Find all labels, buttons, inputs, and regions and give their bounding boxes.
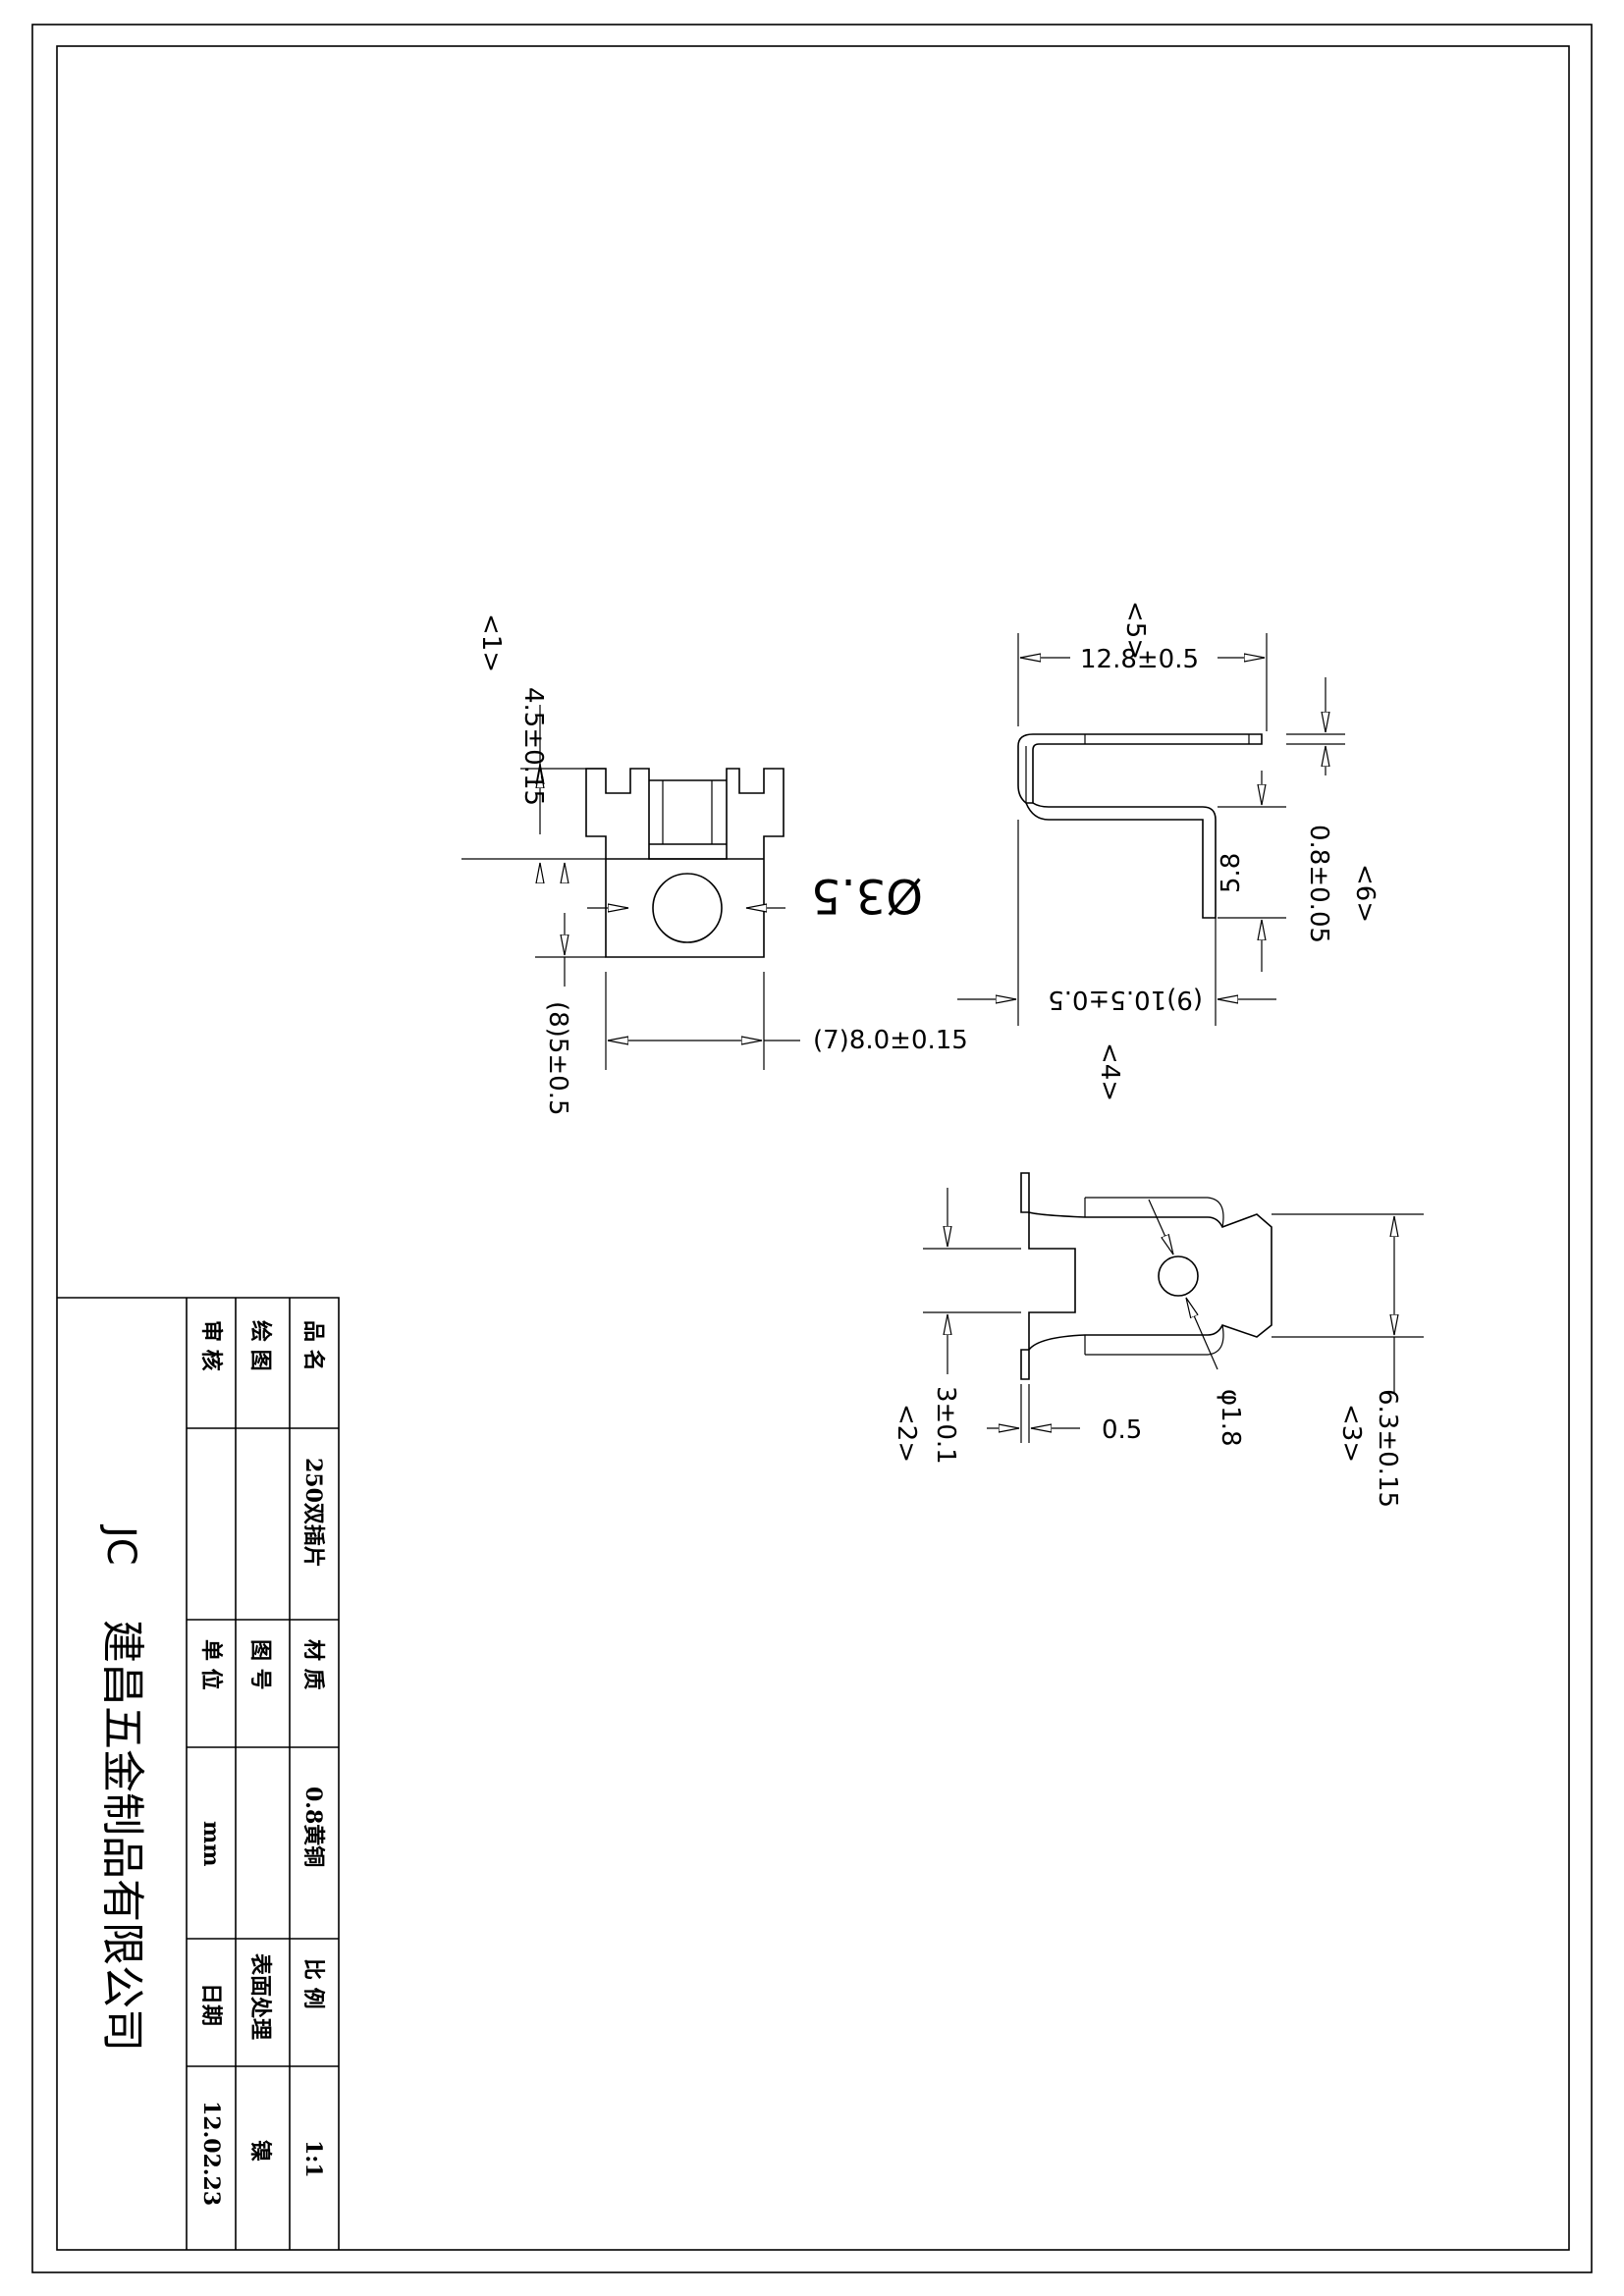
dim-height-top: 4.5±0.15 <box>518 687 548 806</box>
dim-tag-3: <3> <box>1336 1404 1366 1463</box>
dim-thickness: 0.8±0.05 <box>1304 825 1333 943</box>
dim-offset: 0.5 <box>1102 1415 1142 1445</box>
label-date: 日期 <box>198 1983 224 2026</box>
value-date: 12.02.23 <box>198 2101 224 2206</box>
value-product-name: 250双插片 <box>300 1458 326 1568</box>
dim-tag-4: <4> <box>1095 1042 1124 1101</box>
label-product-name: 品 名 <box>300 1320 326 1371</box>
label-scale: 比 例 <box>300 1958 326 2009</box>
dim-height-bottom: (8)5±0.5 <box>543 1001 572 1116</box>
dim-length: 12.8±0.5 <box>1080 645 1199 674</box>
value-surface: 镍 <box>247 2140 273 2162</box>
title-block <box>57 1297 340 2250</box>
dim-tab-width: 6.3±0.15 <box>1373 1389 1402 1508</box>
side-view <box>957 633 1345 1026</box>
dim-base: (9)10.5±0.5 <box>1048 985 1203 1014</box>
outer-border <box>31 24 1593 2273</box>
label-drawing: 绘 图 <box>247 1320 273 1371</box>
value-unit: mm <box>198 1821 224 1867</box>
dim-tag-2: <2> <box>892 1404 921 1463</box>
label-material: 材 质 <box>300 1639 326 1690</box>
label-drawing-no: 图 号 <box>247 1639 273 1690</box>
dim-tag-6: <6> <box>1350 864 1380 923</box>
dim-gap: 3±0.1 <box>931 1386 960 1465</box>
label-unit: 单 位 <box>198 1639 224 1690</box>
plan-view <box>923 1172 1424 1443</box>
dim-small-hole: φ1.8 <box>1216 1389 1245 1447</box>
dim-width: (7)8.0±0.15 <box>813 1026 968 1055</box>
value-scale: 1:1 <box>300 2140 326 2178</box>
inner-border <box>56 45 1570 2251</box>
company-name: 建昌五金制品有限公司 <box>97 1620 147 2052</box>
value-material: 0.8黄铜 <box>300 1787 326 1867</box>
label-surface: 表面处理 <box>247 1953 273 2040</box>
dim-tag-5: <5> <box>1120 601 1150 660</box>
dim-tag-1: <1> <box>476 614 506 672</box>
company-prefix: JC <box>98 1523 143 1566</box>
dim-hole: Ø3.5 <box>811 868 923 923</box>
dim-leg: 5.8 <box>1217 853 1246 893</box>
label-review: 审 核 <box>198 1320 224 1371</box>
front-view <box>461 705 800 1070</box>
